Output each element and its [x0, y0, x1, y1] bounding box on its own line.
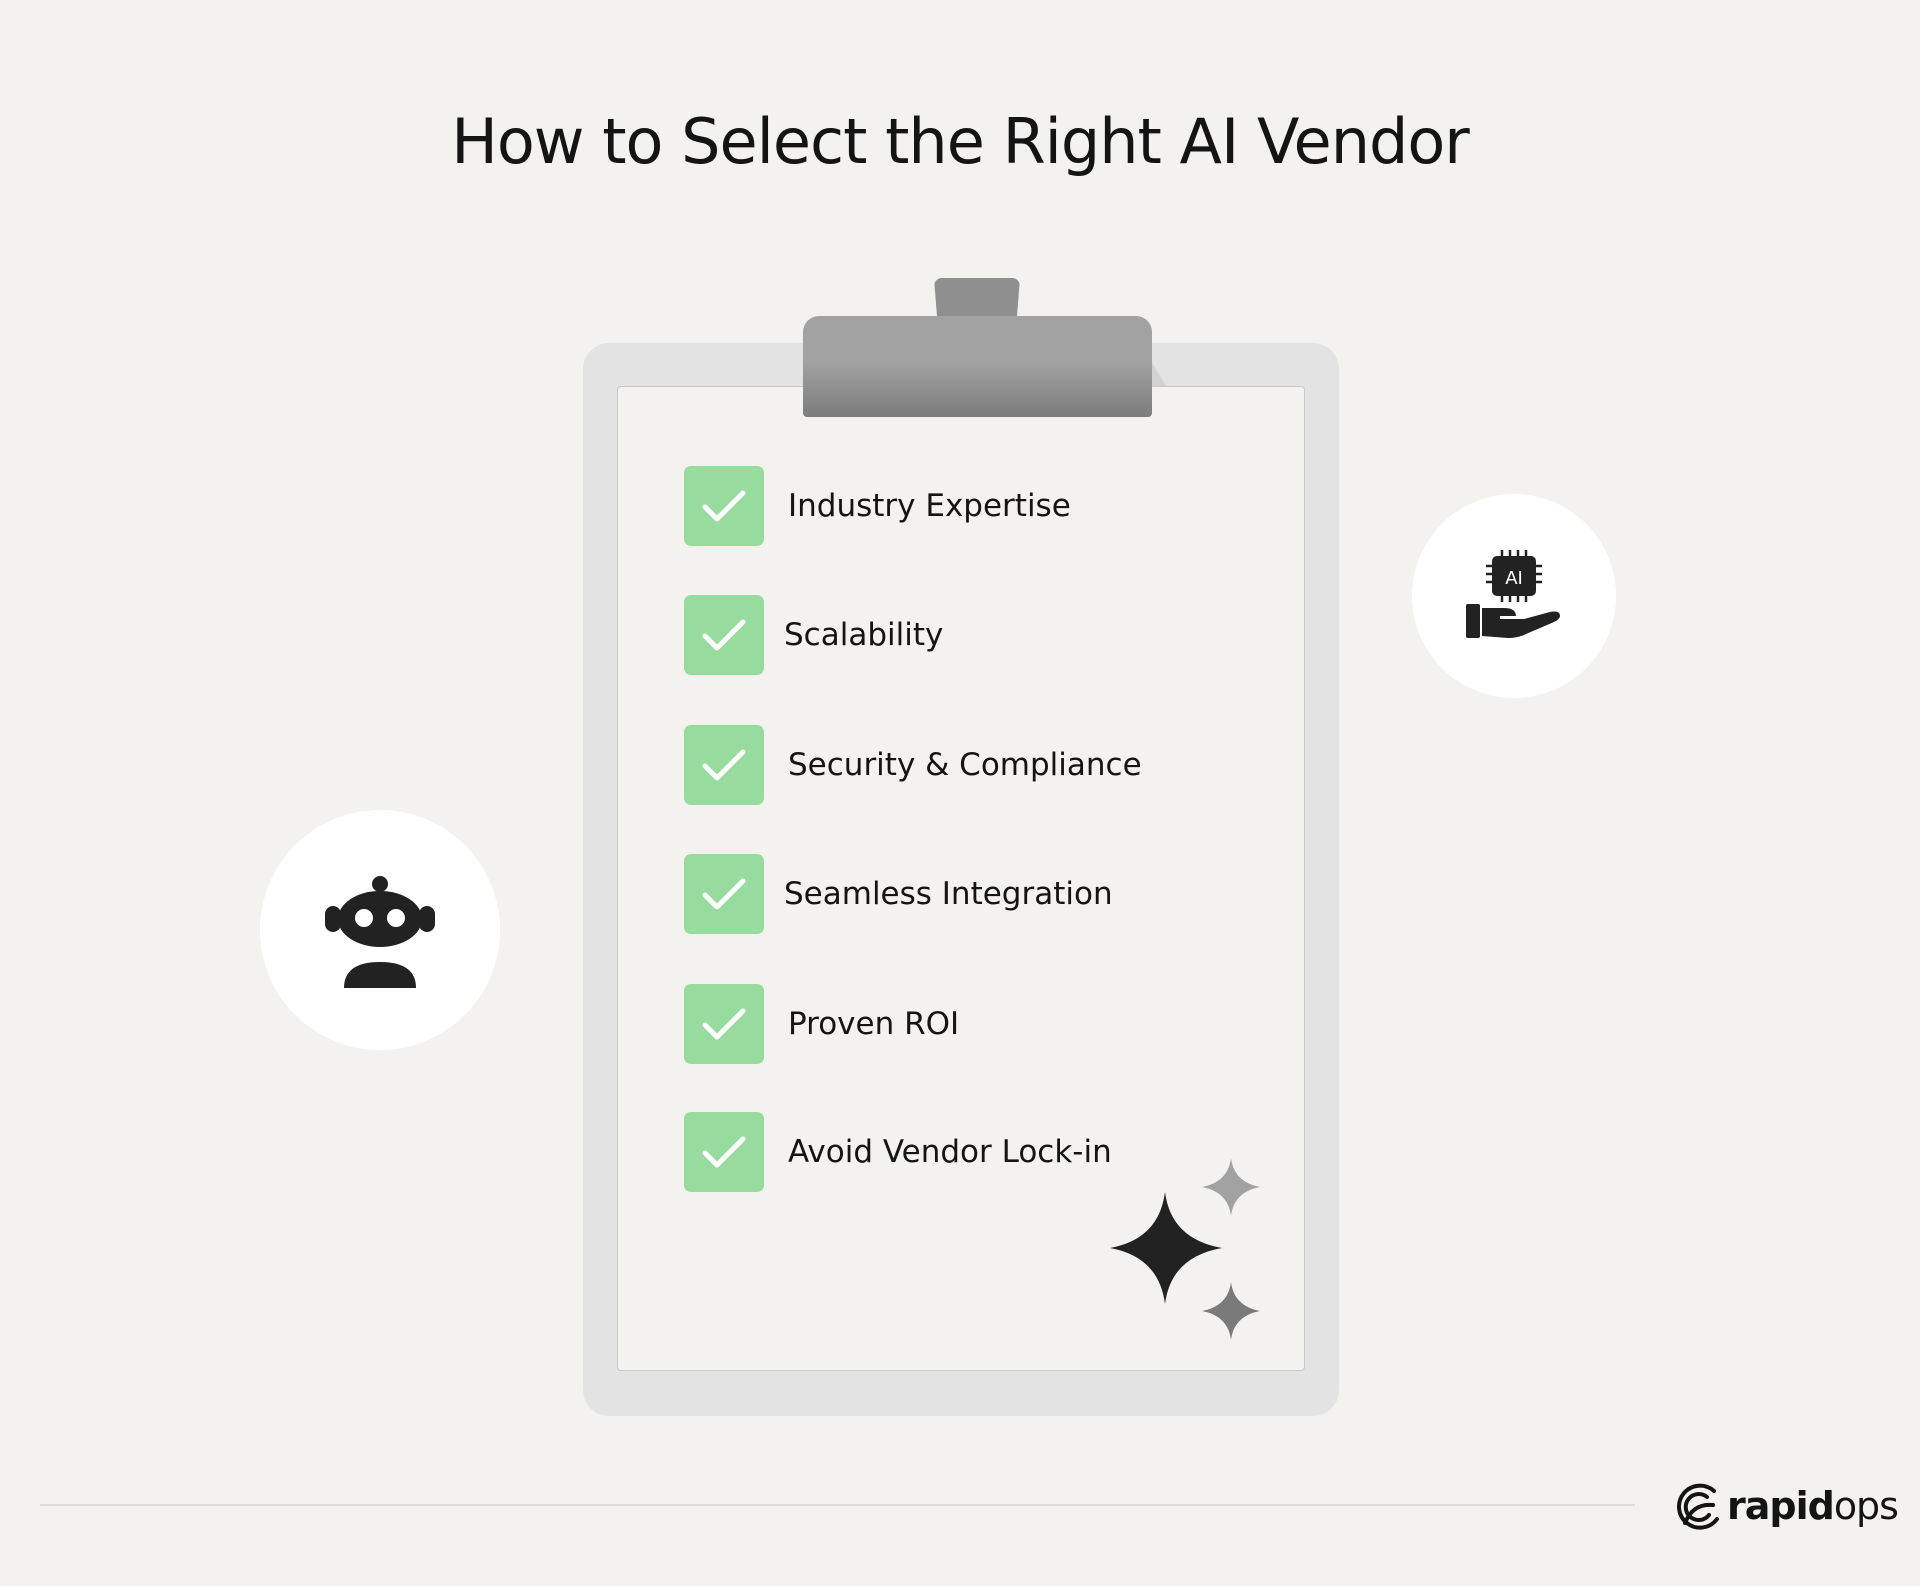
checklist-item: Avoid Vendor Lock-in	[684, 1112, 1112, 1192]
checkbox-checked-icon	[684, 854, 764, 934]
ai-hand-badge: AI	[1412, 494, 1616, 698]
checklist-item-label: Security & Compliance	[788, 747, 1142, 783]
brand-name-bold: rapid	[1727, 1484, 1835, 1528]
checklist-item-label: Seamless Integration	[784, 876, 1113, 912]
page-title: How to Select the Right AI Vendor	[451, 105, 1470, 178]
brand-name-light: ops	[1833, 1484, 1899, 1528]
checklist-item-label: Proven ROI	[788, 1006, 960, 1042]
checklist-item: Proven ROI	[684, 984, 959, 1064]
robot-icon	[325, 876, 435, 988]
rapidops-logo-icon	[1677, 1483, 1719, 1530]
checklist-item-label: Scalability	[784, 617, 944, 653]
brand-logo: rapidops	[1673, 1478, 1899, 1534]
ai-chip-hand-icon: AI	[1466, 550, 1560, 638]
checkbox-checked-icon	[684, 466, 764, 546]
clipboard-clip	[803, 316, 1152, 417]
checklist-item-label: Industry Expertise	[788, 488, 1071, 524]
clipboard-clip-top	[934, 278, 1020, 322]
checklist-item: Security & Compliance	[684, 725, 1142, 805]
checkbox-checked-icon	[684, 595, 764, 675]
brand-name: rapidops	[1727, 1484, 1899, 1528]
sparkles-icon	[1110, 1158, 1260, 1340]
ai-chip-label: AI	[1505, 568, 1523, 589]
robot-badge	[260, 810, 500, 1050]
footer-divider	[40, 1504, 1635, 1506]
checklist-item: Scalability	[684, 595, 943, 675]
checklist-item: Seamless Integration	[684, 854, 1113, 934]
checkbox-checked-icon	[684, 725, 764, 805]
checklist-item-label: Avoid Vendor Lock-in	[788, 1134, 1112, 1170]
checkbox-checked-icon	[684, 984, 764, 1064]
checkbox-checked-icon	[684, 1112, 764, 1192]
checklist-item: Industry Expertise	[684, 466, 1071, 546]
